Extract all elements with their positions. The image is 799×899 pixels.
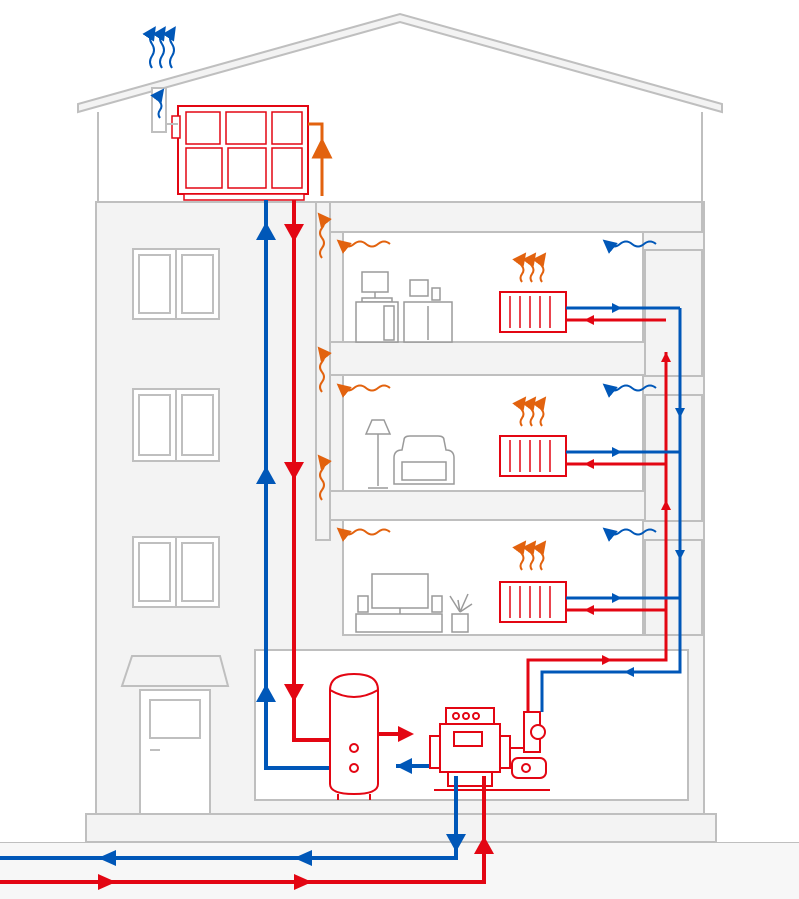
office-furniture: [355, 271, 453, 343]
return-pipe: [540, 308, 682, 712]
floor-2-room: [342, 374, 644, 492]
window-middle: [132, 388, 220, 462]
entrance-door: [120, 655, 230, 815]
media-room-furniture: [355, 573, 473, 633]
printer-icon: [409, 279, 429, 297]
plant-icon: [449, 593, 473, 613]
circulation-pump: [504, 711, 550, 791]
exhaust-heat-icon: [142, 26, 176, 119]
ext-col-3: [644, 249, 703, 377]
radiator-heat-waves: [512, 252, 547, 571]
slab-2: [329, 490, 703, 521]
ext-col-1: [644, 539, 703, 636]
riser-red: [292, 200, 330, 742]
ground: [0, 843, 799, 899]
storage-tank: [329, 672, 379, 800]
roof-outline: [77, 12, 723, 114]
floor-lamp-icon: [364, 419, 392, 435]
speaker-icon: [357, 595, 369, 613]
windows: [132, 248, 220, 608]
distribution-arrows: [602, 352, 685, 677]
ext-col-2: [644, 394, 703, 522]
roof-heat-pump-unit: [171, 105, 309, 201]
riser-arrows: [256, 222, 304, 702]
room-air-flows: [317, 212, 391, 542]
tank-to-boiler-pipes: [378, 726, 430, 774]
living-room-furniture: [364, 419, 455, 489]
district-heating-mains: [0, 776, 486, 884]
tv-cabinet-icon: [355, 613, 443, 633]
boiler-unit: [429, 707, 511, 791]
waste-heat-flow: [308, 122, 333, 196]
main-risers: [264, 200, 330, 770]
slab-top: [329, 201, 703, 233]
window-top: [132, 248, 220, 320]
radiator-floor-1: [499, 581, 680, 623]
monitor-icon: [361, 271, 389, 293]
window-bottom: [132, 536, 220, 608]
main-return: [0, 776, 458, 860]
plinth: [85, 813, 717, 843]
radiator-floor-2: [499, 435, 680, 477]
outside-air-flows: [602, 239, 657, 542]
mains-arrows: [98, 834, 494, 890]
tv-icon: [371, 573, 429, 609]
riser-blue: [264, 200, 330, 770]
main-supply: [0, 776, 486, 884]
radiator-floor-3: [499, 291, 680, 333]
